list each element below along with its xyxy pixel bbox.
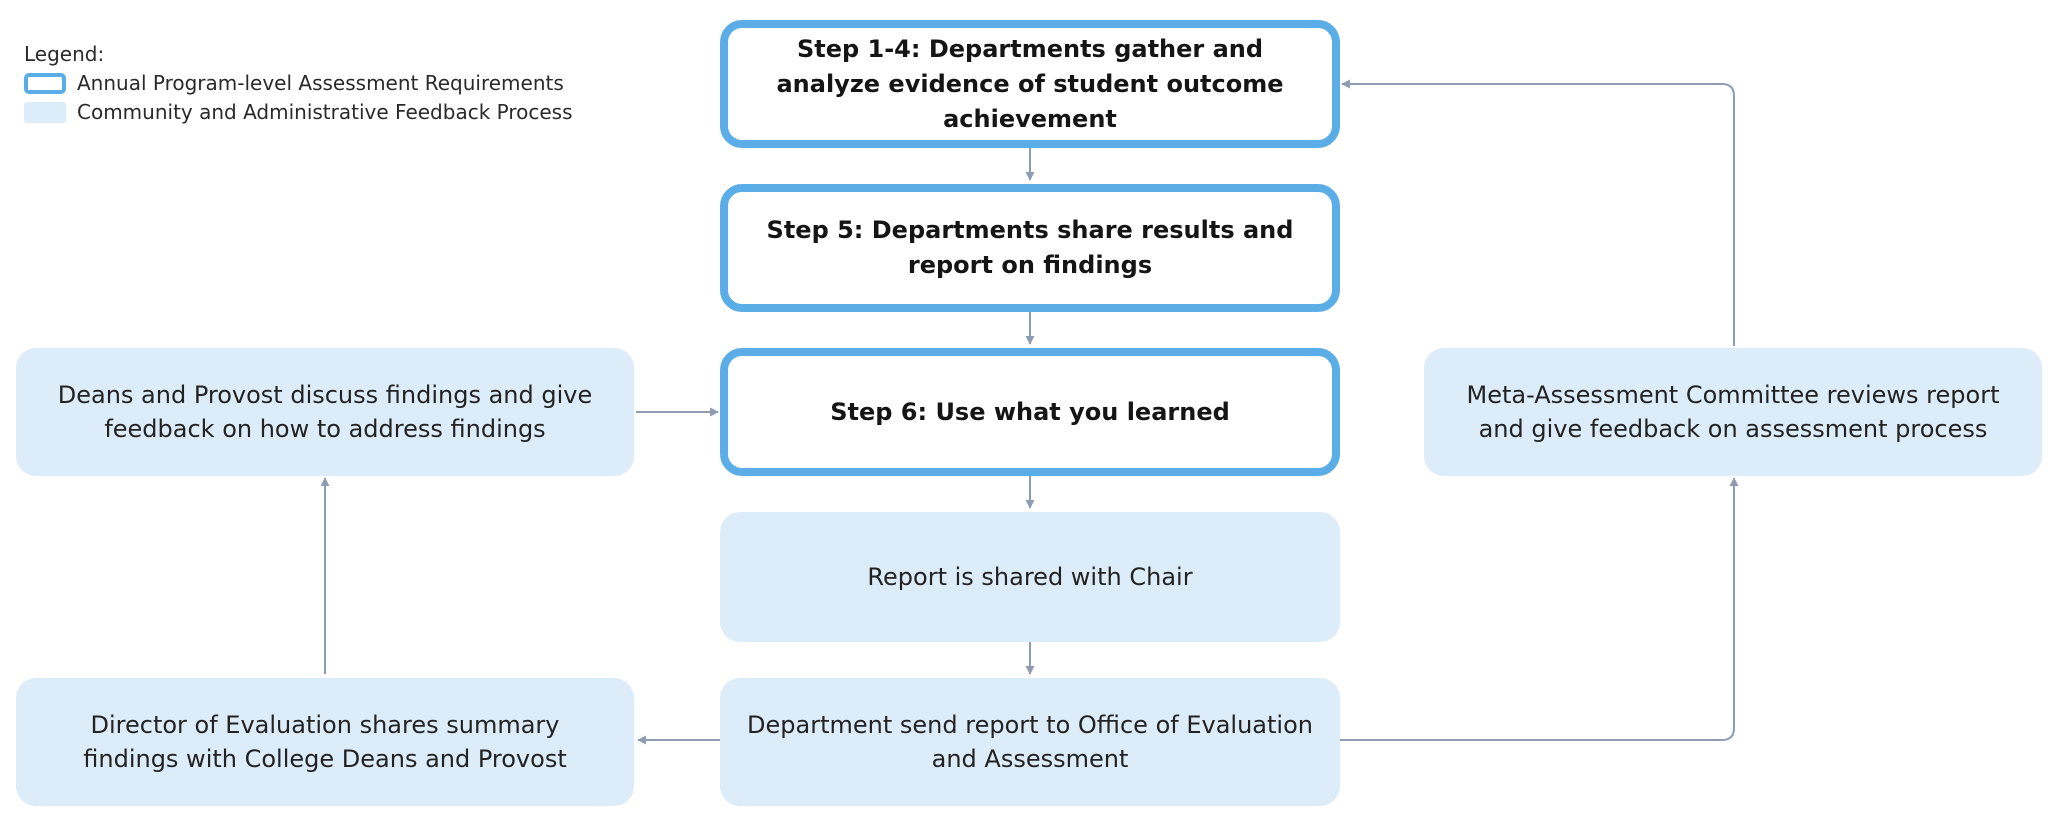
- legend-fill-swatch: [24, 102, 66, 123]
- arrow-dept-to-meta: [1340, 477, 1739, 741]
- legend-outline-swatch: [24, 73, 66, 94]
- node-deans-and-provost: Deans and Provost discuss findings and g…: [16, 348, 634, 476]
- legend-requirements: Annual Program-level Assessment Requirem…: [24, 69, 573, 98]
- arrow-meta-to-step1: [1341, 79, 1735, 346]
- node-department-send-report: Department send report to Office of Eval…: [720, 678, 1340, 806]
- node-report-shared-with-chair: Report is shared with Chair: [720, 512, 1340, 642]
- node-director-of-evaluation: Director of Evaluation shares summary fi…: [16, 678, 634, 806]
- node-step6: Step 6: Use what you learned: [720, 348, 1340, 476]
- node-step5: Step 5: Departments share results and re…: [720, 184, 1340, 312]
- node-meta-assessment-committee: Meta-Assessment Committee reviews report…: [1424, 348, 2042, 476]
- legend-feedback-label: Community and Administrative Feedback Pr…: [77, 100, 573, 124]
- legend-feedback: Community and Administrative Feedback Pr…: [24, 98, 573, 127]
- legend-requirements-label: Annual Program-level Assessment Requirem…: [77, 71, 564, 95]
- legend-title: Legend:: [24, 42, 105, 66]
- node-step1-4: Step 1-4: Departments gather and analyze…: [720, 20, 1340, 148]
- legend: Legend: Annual Program-level Assessment …: [24, 40, 573, 127]
